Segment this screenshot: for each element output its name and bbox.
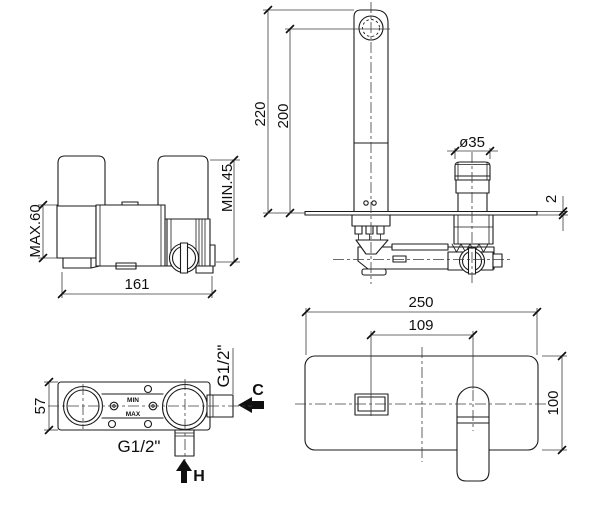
hot-water-arrow-icon bbox=[176, 459, 192, 483]
cold-label: C bbox=[252, 382, 264, 399]
view-side-installed: 220 200 ø35 2 bbox=[252, 2, 568, 285]
body-bottom-edge bbox=[95, 265, 214, 274]
spout-funnel bbox=[355, 239, 389, 255]
dim-2-label: 2 bbox=[543, 195, 560, 203]
view-body-front: MAX.60 MIN.45 161 bbox=[27, 155, 240, 299]
hot-label: H bbox=[193, 468, 205, 485]
small-fitting bbox=[392, 255, 407, 263]
cold-thread-label: G1/2" bbox=[214, 345, 233, 388]
boss bbox=[143, 384, 153, 394]
view-plate-front: 250 109 100 bbox=[295, 294, 567, 482]
wall-plate-front bbox=[304, 355, 539, 451]
handle-side-body bbox=[455, 179, 490, 194]
dim-250-label: 250 bbox=[408, 294, 433, 311]
dim-200-label: 200 bbox=[275, 103, 292, 128]
cartridge-top-tab bbox=[121, 201, 139, 206]
hot-thread-label: G1/2" bbox=[118, 437, 161, 456]
cartridge-box bbox=[95, 204, 166, 267]
right-stub bbox=[492, 253, 503, 268]
hot-inlet-pipe bbox=[174, 429, 195, 457]
left-block bbox=[56, 204, 97, 259]
dim-161-label: 161 bbox=[124, 276, 149, 293]
protection-cap-right bbox=[157, 155, 209, 220]
outlet-stub bbox=[209, 244, 216, 267]
dim-max60-label: MAX.60 bbox=[27, 204, 44, 257]
spout-front bbox=[354, 393, 389, 416]
handle-escutcheon bbox=[453, 214, 494, 245]
mixer-handle-front bbox=[456, 386, 490, 482]
wall-plate-side bbox=[304, 210, 538, 216]
view-body-top: MIN MAX G1/2" C G1/2" H 57 bbox=[32, 345, 264, 485]
dim-220-label: 220 bbox=[252, 101, 269, 126]
handle-side-shank bbox=[457, 192, 488, 213]
dim-100-label: 100 bbox=[545, 390, 562, 415]
min-marking: MIN bbox=[127, 397, 139, 404]
boss bbox=[143, 419, 153, 429]
dim-min45-label: MIN.45 bbox=[219, 164, 236, 212]
dim-57-label: 57 bbox=[32, 398, 49, 415]
body-foot bbox=[361, 268, 387, 276]
outlet-screw-slot bbox=[179, 242, 189, 274]
cold-water-arrow-icon bbox=[238, 397, 264, 413]
dim-109-label: 109 bbox=[408, 317, 433, 334]
dim-dia35-label: ø35 bbox=[459, 134, 485, 151]
connecting-bar bbox=[391, 243, 449, 251]
max-marking: MAX bbox=[126, 411, 141, 418]
protection-cap-left bbox=[57, 155, 106, 207]
boss bbox=[107, 419, 117, 429]
